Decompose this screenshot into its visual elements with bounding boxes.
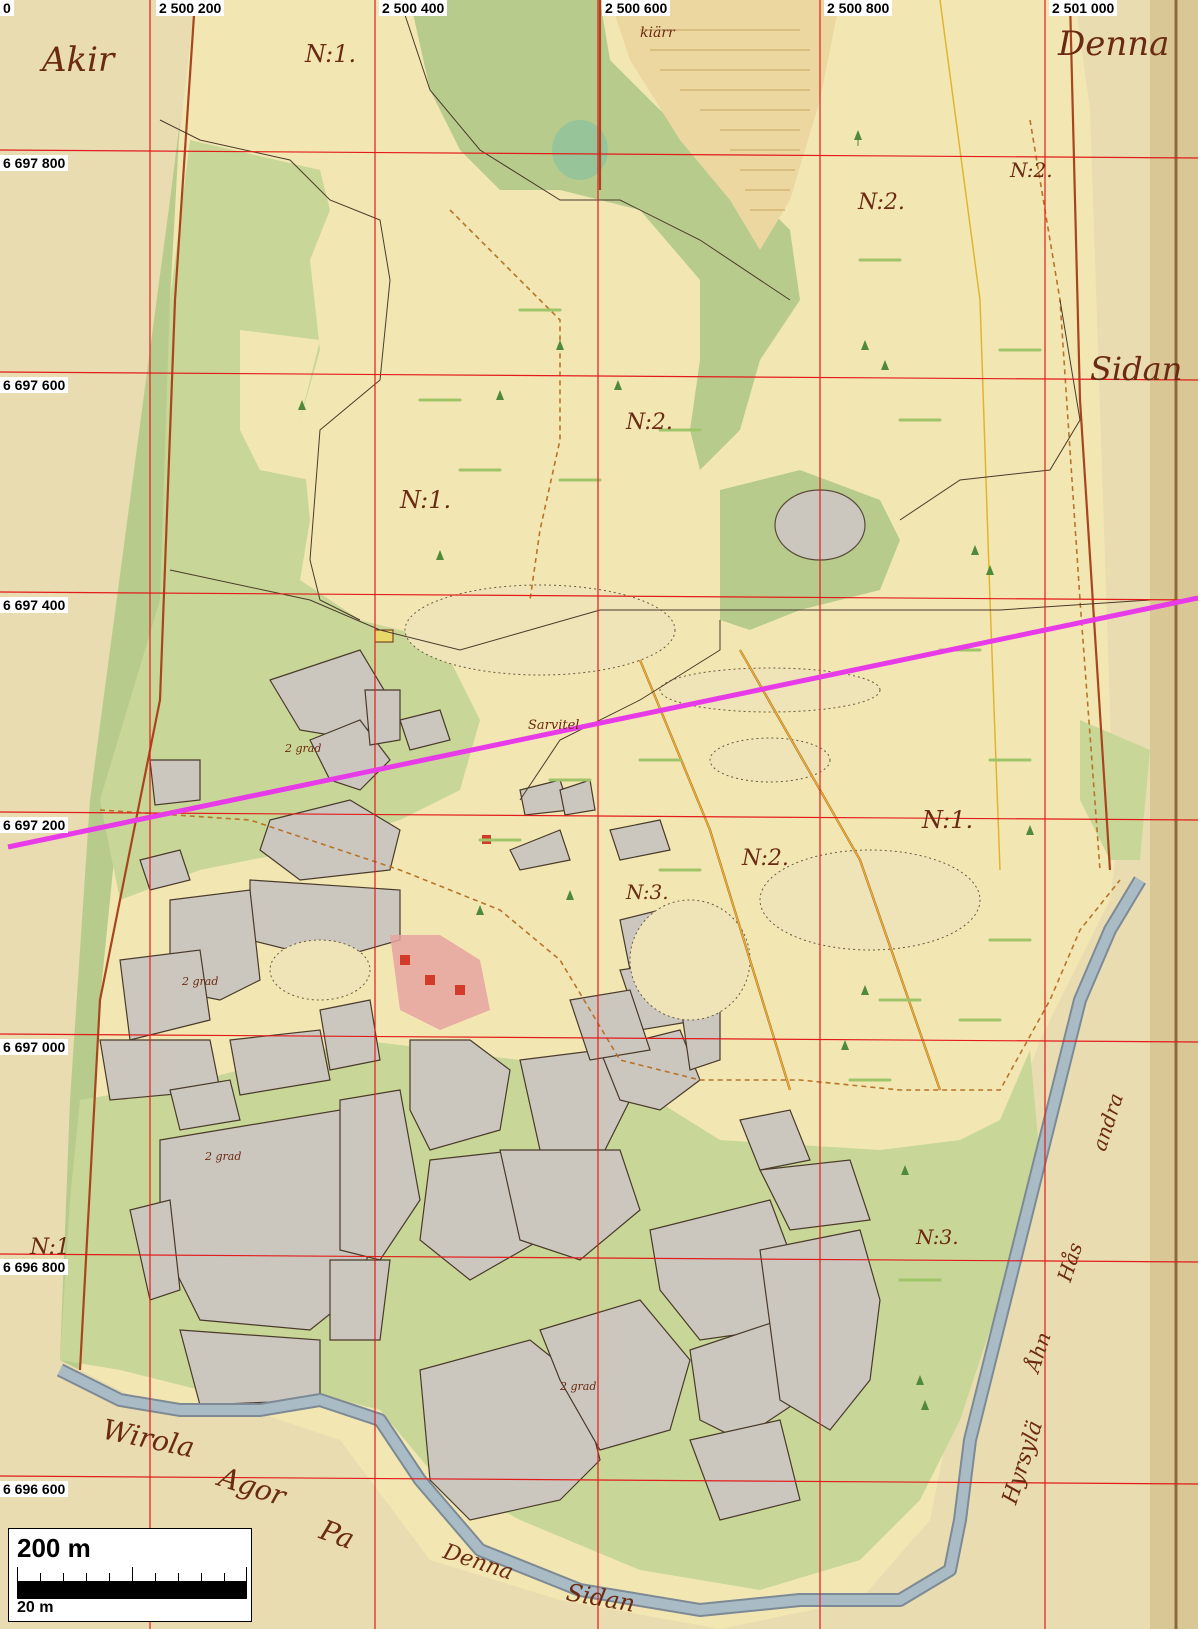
- grass-marks: [418, 258, 1042, 1282]
- paper-margin: [1150, 0, 1198, 1629]
- y-label-4: 6 697 000: [0, 1039, 69, 1055]
- rocky-outcrops: [269, 584, 981, 1021]
- marsh-area: [610, 0, 840, 250]
- y-label-6: 6 696 600: [0, 1481, 69, 1497]
- pond: [552, 120, 608, 180]
- yellow-boundaries: [639, 0, 1001, 1091]
- scale-bar-box: 200 m 20 m: [8, 1528, 252, 1622]
- y-label-5: 6 696 800: [0, 1259, 69, 1275]
- fences: [159, 0, 1151, 801]
- x-label-0: 0: [0, 0, 14, 16]
- stream-meadow: [410, 0, 800, 470]
- village-plots-left: [99, 649, 451, 1406]
- scale-ticks: [17, 1565, 247, 1582]
- clearing: [240, 330, 320, 480]
- trees: [298, 130, 1034, 1410]
- lower-plots: [419, 1109, 881, 1521]
- marsh-hatching: [640, 29, 810, 211]
- forest-strip-left: [60, 0, 195, 1370]
- x-label-4: 2 500 800: [824, 0, 893, 16]
- x-label-3: 2 500 600: [602, 0, 671, 16]
- profile-line: [7, 595, 1198, 850]
- y-label-1: 6 697 600: [0, 377, 69, 393]
- scale-major-label: 200 m: [17, 1533, 91, 1563]
- y-label-2: 6 697 400: [0, 597, 69, 613]
- x-label-2: 2 500 400: [379, 0, 448, 16]
- y-label-3: 6 697 200: [0, 817, 69, 833]
- x-label-1: 2 500 200: [156, 0, 225, 16]
- village-center: [390, 935, 490, 1030]
- corridor-right: [1080, 720, 1150, 860]
- scale-minor-label: 20 m: [17, 1599, 54, 1616]
- river: [57, 877, 1145, 1615]
- y-label-0: 6 697 800: [0, 155, 69, 171]
- scale-bar: [17, 1581, 247, 1599]
- x-label-5: 2 501 000: [1049, 0, 1118, 16]
